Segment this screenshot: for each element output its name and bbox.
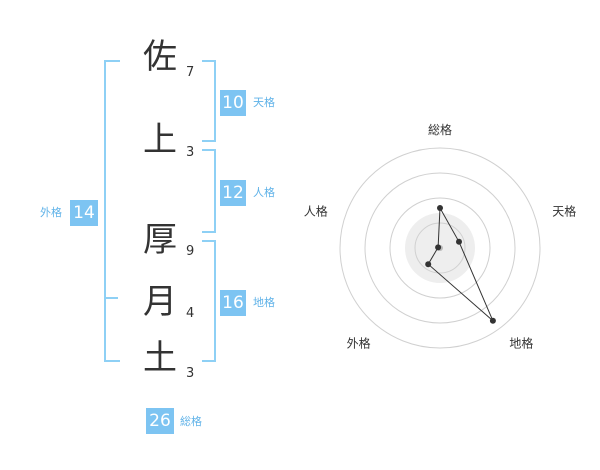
jinkaku-label: 人格: [253, 186, 275, 199]
stroke-count-1: 7: [186, 65, 195, 80]
name-char-1: 佐: [143, 37, 177, 77]
radar-point-3: [489, 317, 496, 324]
radar-axis-label-2: 天格: [552, 204, 576, 219]
radar-series-line: [427, 206, 494, 322]
chikaku-bracket: [202, 240, 216, 362]
radar-ring-2: [389, 197, 491, 299]
jinkaku-value-badge: 12: [220, 180, 246, 206]
name-char-3: 厚: [143, 220, 177, 260]
radar-axis-label-3: 地格: [509, 336, 533, 351]
gaikaku-bracket: [104, 60, 120, 362]
tenkaku-bracket: [202, 60, 216, 142]
radar-point-1: [437, 205, 443, 211]
chikaku-label: 地格: [253, 296, 275, 309]
radar-axis-label-5: 人格: [304, 204, 328, 219]
tenkaku-value-badge: 10: [220, 90, 246, 116]
stroke-count-5: 3: [186, 366, 195, 381]
radar-ring-4: [339, 147, 541, 349]
radar-point-4: [425, 261, 432, 268]
gaikaku-bracket-tick: [104, 297, 118, 299]
radar-ring-3: [364, 172, 516, 324]
jinkaku-bracket: [202, 149, 216, 233]
radar-ring-1: [414, 222, 466, 274]
gaikaku-label: 外格: [40, 206, 62, 219]
soukaku-label: 総格: [180, 415, 202, 428]
chikaku-value-badge: 16: [220, 290, 246, 316]
radar-point-2: [456, 238, 462, 245]
radar-axis-label-1: 総格: [428, 122, 452, 137]
tenkaku-label: 天格: [253, 96, 275, 109]
name-char-2: 上: [143, 120, 177, 160]
gaikaku-value-badge: 14: [70, 200, 98, 226]
stroke-count-4: 4: [186, 306, 195, 321]
name-char-4: 月: [143, 282, 177, 322]
radar-axis-label-4: 外格: [347, 336, 371, 351]
soukaku-value-badge: 26: [146, 408, 174, 434]
name-char-5: 土: [143, 338, 177, 378]
stroke-count-3: 9: [186, 244, 195, 259]
radar-point-5: [435, 244, 442, 251]
stroke-count-2: 3: [186, 145, 195, 160]
